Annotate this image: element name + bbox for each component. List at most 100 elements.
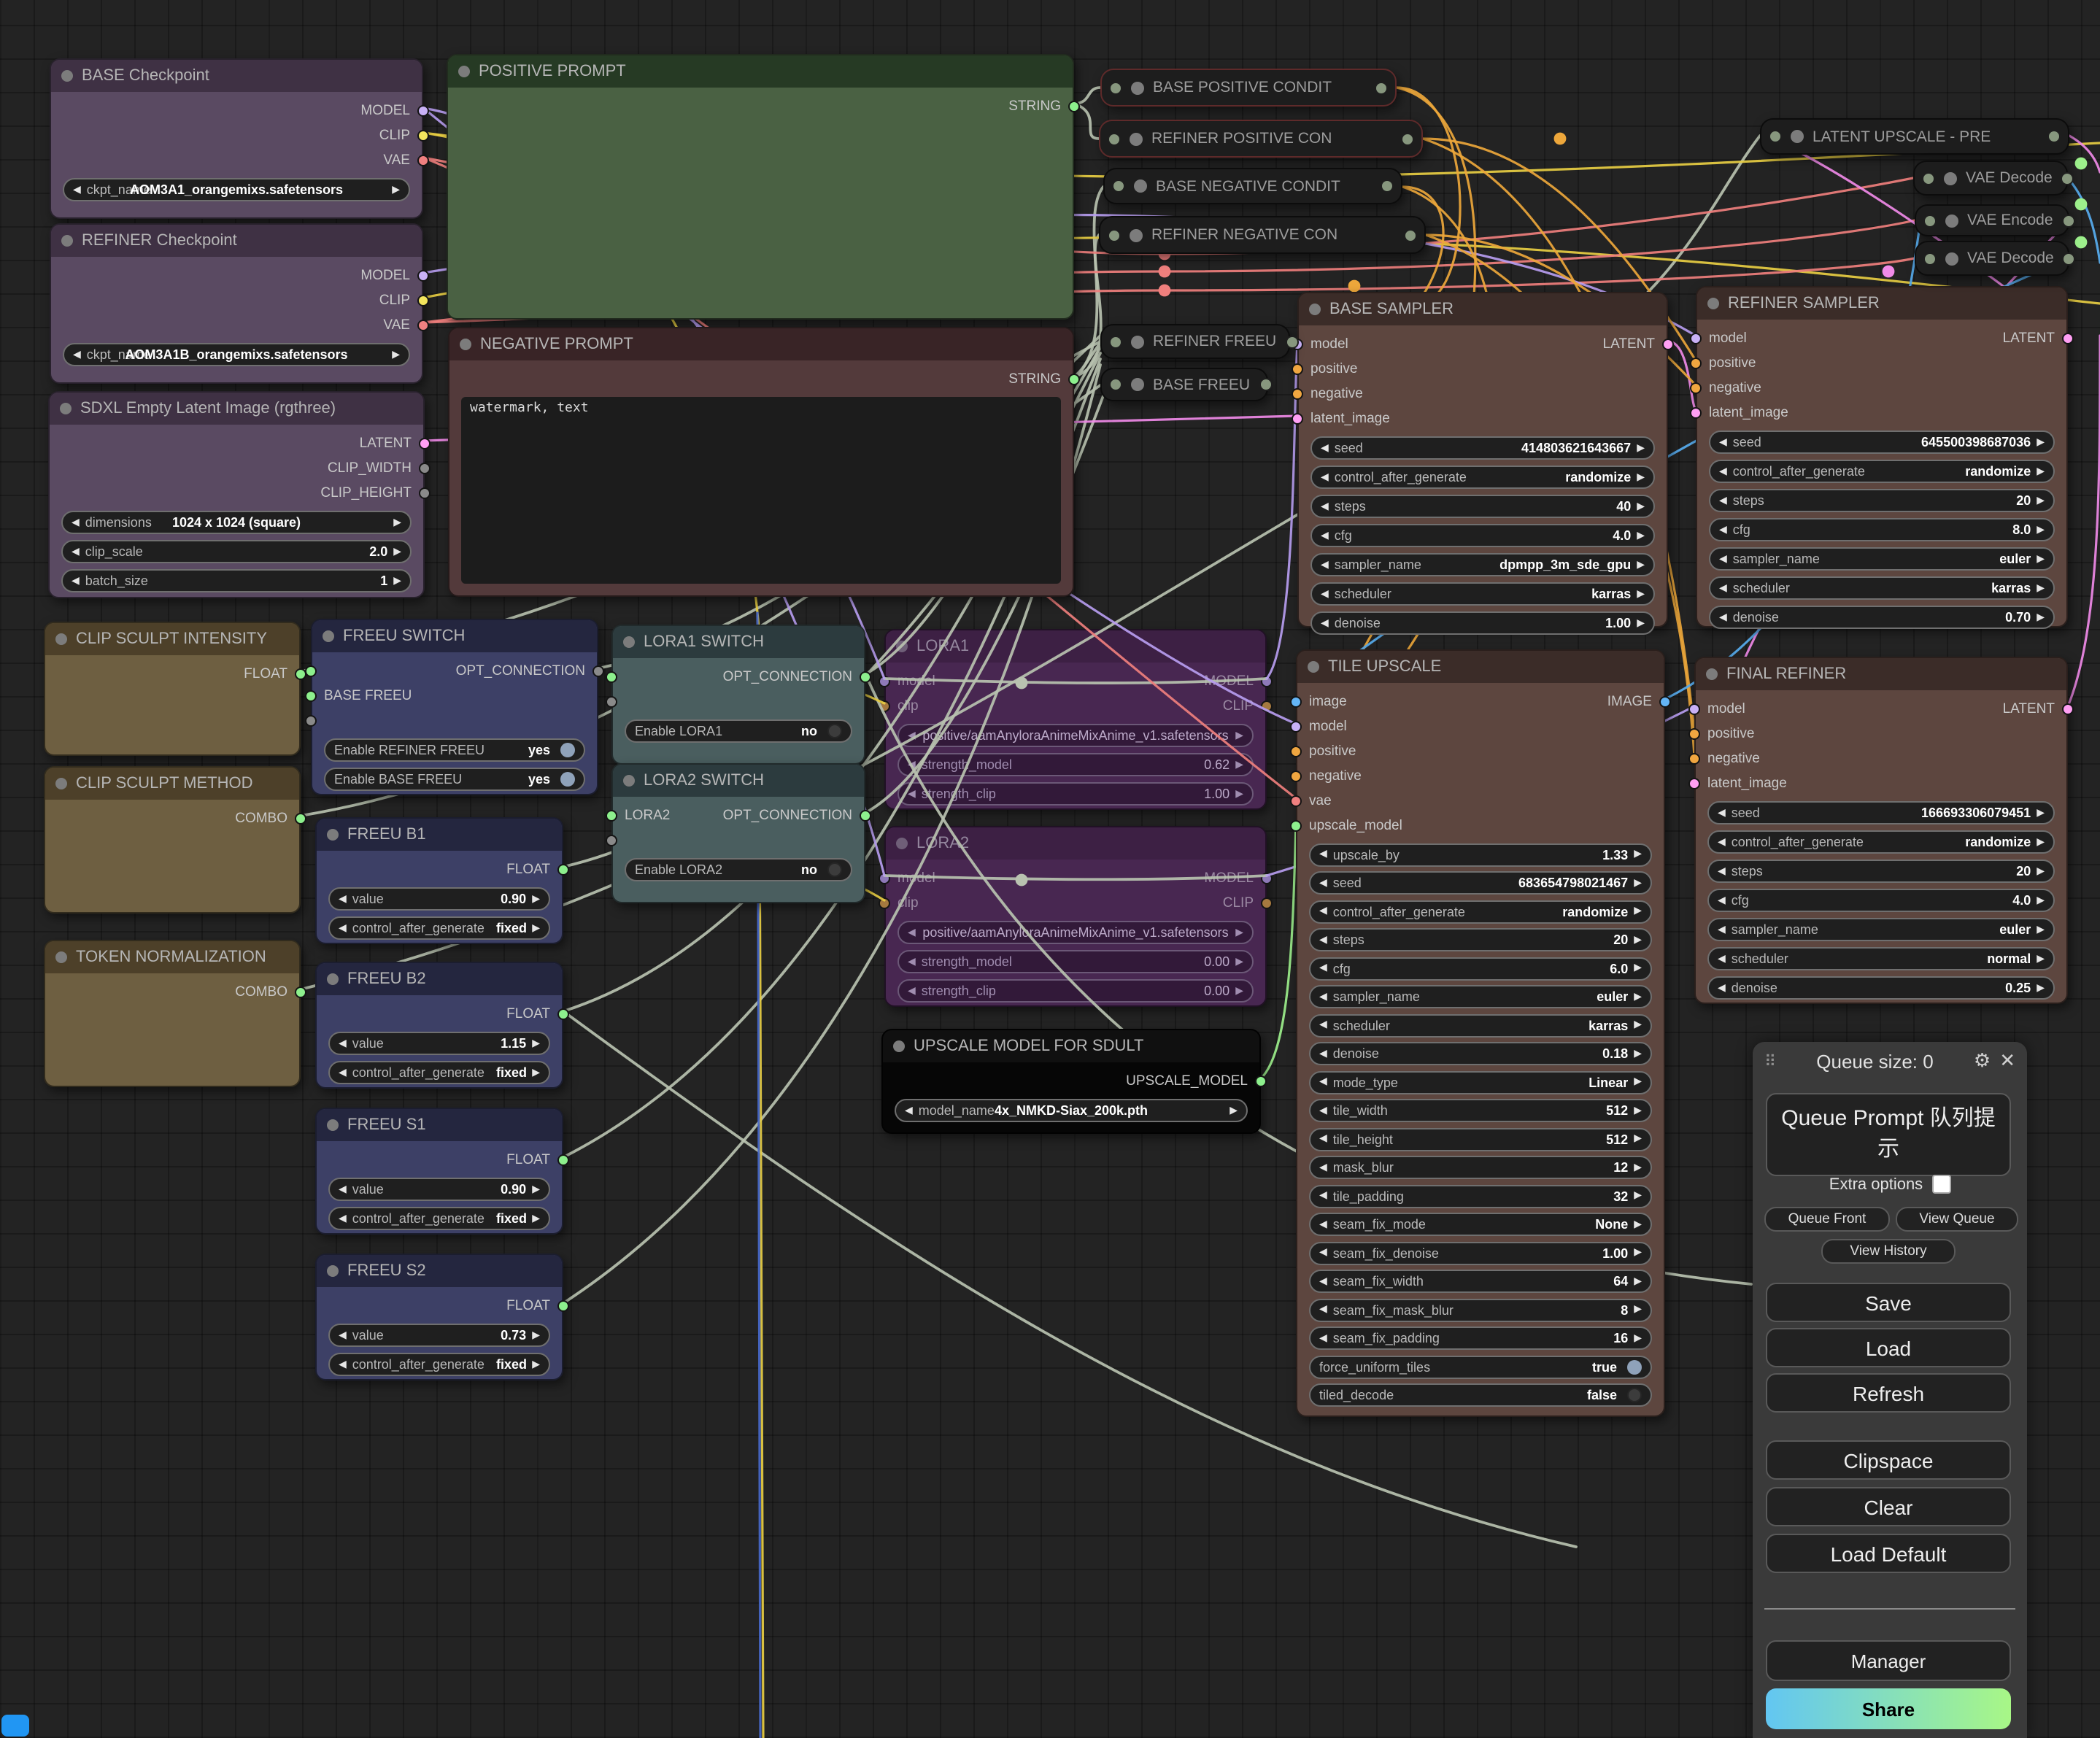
out-port-image-dot[interactable] [1659,695,1671,707]
collapse-dot[interactable] [896,641,908,652]
increment-arrow-icon[interactable]: ▶ [2037,437,2045,447]
node-refiner-sampler[interactable]: REFINER SAMPLER modelLATENTpositivenegat… [1696,286,2068,627]
in-port-model-dot[interactable] [1688,703,1700,714]
increment-arrow-icon[interactable]: ▶ [532,894,540,904]
node-header[interactable]: CLIP SCULPT METHOD [45,768,299,800]
increment-arrow-icon[interactable]: ▶ [1634,1333,1642,1343]
collapse-dot[interactable] [323,630,334,642]
widget-x[interactable]: ◀positive/aamAnyloraAnimeMixAnime_v1.saf… [897,724,1254,747]
increment-arrow-icon[interactable]: ▶ [2037,495,2045,506]
increment-arrow-icon[interactable]: ▶ [2037,983,2045,993]
node-header[interactable]: REFINER SAMPLER [1697,287,2066,320]
in-port-base-freeu-dot[interactable] [305,690,317,701]
out-port-upscale-model-dot[interactable] [1255,1075,1267,1086]
widget-seed[interactable]: ◀seed166693306079451▶ [1707,801,2055,824]
decrement-arrow-icon[interactable]: ◀ [1321,560,1329,570]
widget-upscale-by[interactable]: ◀upscale_by1.33▶ [1309,843,1652,866]
node-header[interactable]: CLIP SCULPT INTENSITY [45,623,299,655]
out-port-clip-dot[interactable] [417,294,429,306]
in-port-model-dot[interactable] [1290,720,1302,732]
widget-mode-type[interactable]: ◀mode_typeLinear▶ [1309,1070,1652,1094]
output-port-dot[interactable] [2061,171,2074,185]
widget-steps[interactable]: ◀steps20▶ [1707,860,2055,883]
in-port-x-dot[interactable] [606,671,617,682]
in-port-model-dot[interactable] [1690,332,1702,344]
node-lora1[interactable]: LORA1 modelMODELclipCLIP◀positive/aamAny… [884,629,1267,810]
increment-arrow-icon[interactable]: ▶ [1634,906,1642,916]
node-header[interactable]: UPSCALE MODEL FOR SDULT [883,1030,1259,1062]
node-latent-upscale-pre[interactable]: LATENT UPSCALE - PRE [1760,118,2069,155]
decrement-arrow-icon[interactable]: ◀ [1319,1333,1327,1343]
increment-arrow-icon[interactable]: ▶ [1634,1134,1642,1144]
widget-denoise[interactable]: ◀denoise0.70▶ [1709,606,2055,629]
widget-mask-blur[interactable]: ◀mask_blur12▶ [1309,1156,1652,1179]
widget-scheduler[interactable]: ◀schedulernormal▶ [1707,947,2055,970]
widget-control-after-generate[interactable]: ◀control_after_generaterandomize▶ [1310,466,1655,489]
increment-arrow-icon[interactable]: ▶ [2037,954,2045,964]
increment-arrow-icon[interactable]: ▶ [1634,1305,1642,1315]
decrement-arrow-icon[interactable]: ◀ [1319,1020,1327,1030]
decrement-arrow-icon[interactable]: ◀ [1319,878,1327,888]
in-port-positive-dot[interactable] [1688,727,1700,739]
increment-arrow-icon[interactable]: ▶ [1634,992,1642,1002]
collapse-dot[interactable] [1945,252,1958,265]
increment-arrow-icon[interactable]: ▶ [1637,560,1645,570]
out-port-latent-dot[interactable] [419,437,431,449]
widget-steps[interactable]: ◀steps40▶ [1310,495,1655,518]
widget-control-after-generate[interactable]: ◀control_after_generatefixed▶ [328,1207,550,1230]
decrement-arrow-icon[interactable]: ◀ [1719,466,1727,476]
collapse-dot[interactable] [1308,661,1319,673]
decrement-arrow-icon[interactable]: ◀ [908,789,916,799]
node-header[interactable]: TOKEN NORMALIZATION [45,941,299,973]
collapse-dot[interactable] [327,829,339,841]
out-port-latent-dot[interactable] [2062,332,2074,344]
node-header[interactable]: FREEU SWITCH [312,620,597,652]
increment-arrow-icon[interactable]: ▶ [1235,730,1243,741]
decrement-arrow-icon[interactable]: ◀ [1321,589,1329,599]
toggle-switch[interactable] [560,743,575,757]
node-freeu-s2[interactable]: FREEU S2 FLOAT◀value0.73▶◀control_after_… [315,1254,563,1380]
out-port-string-dot[interactable] [1068,100,1080,112]
increment-arrow-icon[interactable]: ▶ [393,517,401,528]
in-port-image-dot[interactable] [1290,695,1302,707]
widget-cfg[interactable]: ◀cfg4.0▶ [1310,524,1655,547]
collapse-dot[interactable] [893,1040,905,1052]
out-port-latent-dot[interactable] [2062,703,2074,714]
collapse-dot[interactable] [55,951,67,963]
node-header[interactable]: LORA1 [886,630,1265,663]
toggle-switch[interactable] [827,724,842,738]
collapse-dot[interactable] [1130,132,1143,145]
decrement-arrow-icon[interactable]: ◀ [339,1067,347,1078]
node-header[interactable]: LORA1 SWITCH [613,626,864,658]
collapse-dot[interactable] [1791,130,1804,143]
out-port-model-dot[interactable] [417,104,429,116]
decrement-arrow-icon[interactable]: ◀ [1319,992,1327,1002]
decrement-arrow-icon[interactable]: ◀ [1719,612,1727,622]
decrement-arrow-icon[interactable]: ◀ [339,923,347,933]
widget-strength-model[interactable]: ◀strength_model0.62▶ [897,753,1254,776]
increment-arrow-icon[interactable]: ▶ [1229,1105,1238,1116]
increment-arrow-icon[interactable]: ▶ [2037,895,2045,905]
out-port-float-dot[interactable] [557,1154,569,1165]
in-port-latent-image-dot[interactable] [1292,412,1303,424]
increment-arrow-icon[interactable]: ▶ [532,1213,540,1224]
out-port-model-dot[interactable] [1261,675,1273,687]
decrement-arrow-icon[interactable]: ◀ [1319,1219,1327,1229]
queue-prompt-button[interactable]: Queue Prompt 队列提示 [1766,1093,2011,1176]
prompt-textarea[interactable] [460,93,1061,306]
queue-front-button[interactable]: Queue Front [1764,1207,1890,1232]
increment-arrow-icon[interactable]: ▶ [393,576,401,586]
decrement-arrow-icon[interactable]: ◀ [908,730,916,741]
in-port-model-dot[interactable] [879,872,890,884]
out-port-clip-dot[interactable] [1261,897,1273,908]
node-header[interactable]: FREEU B1 [317,819,562,851]
output-port-dot[interactable] [1375,81,1388,94]
decrement-arrow-icon[interactable]: ◀ [1321,530,1329,541]
decrement-arrow-icon[interactable]: ◀ [1719,525,1727,535]
decrement-arrow-icon[interactable]: ◀ [1718,954,1726,964]
output-port-dot[interactable] [2063,252,2076,265]
decrement-arrow-icon[interactable]: ◀ [339,894,347,904]
input-port-dot[interactable] [1108,228,1121,242]
decrement-arrow-icon[interactable]: ◀ [1719,554,1727,564]
load-button[interactable]: Load [1766,1328,2011,1367]
